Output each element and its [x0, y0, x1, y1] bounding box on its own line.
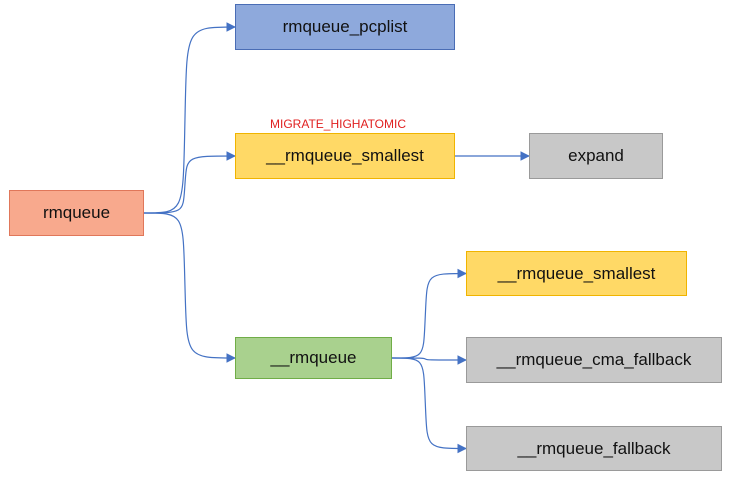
edge-rmqueue_inner-to-smallest_low: [391, 268, 467, 359]
node-rmqueue-inner: __rmqueue: [235, 337, 392, 379]
node-expand: expand: [529, 133, 663, 179]
node-rmqueue-smallest-top: __rmqueue_smallest: [235, 133, 455, 179]
edge-rmqueue-to-smallest_top: [143, 151, 236, 214]
node-rmqueue-cma-fallback: __rmqueue_cma_fallback: [466, 337, 722, 383]
node-rmqueue-fallback: __rmqueue_fallback: [466, 426, 722, 471]
node-rmqueue: rmqueue: [9, 190, 144, 236]
edge-rmqueue-to-pcplist: [143, 22, 236, 214]
node-rmqueue-pcplist: rmqueue_pcplist: [235, 4, 455, 50]
edge-rmqueue_inner-to-cma_fallback: [391, 355, 467, 365]
edge-rmqueue_inner-to-fallback: [391, 357, 467, 454]
migrate-highatomic-label: MIGRATE_HIGHATOMIC: [270, 117, 407, 131]
node-rmqueue-smallest-low: __rmqueue_smallest: [466, 251, 687, 296]
edge-rmqueue-to-rmqueue_inner: [143, 212, 236, 363]
